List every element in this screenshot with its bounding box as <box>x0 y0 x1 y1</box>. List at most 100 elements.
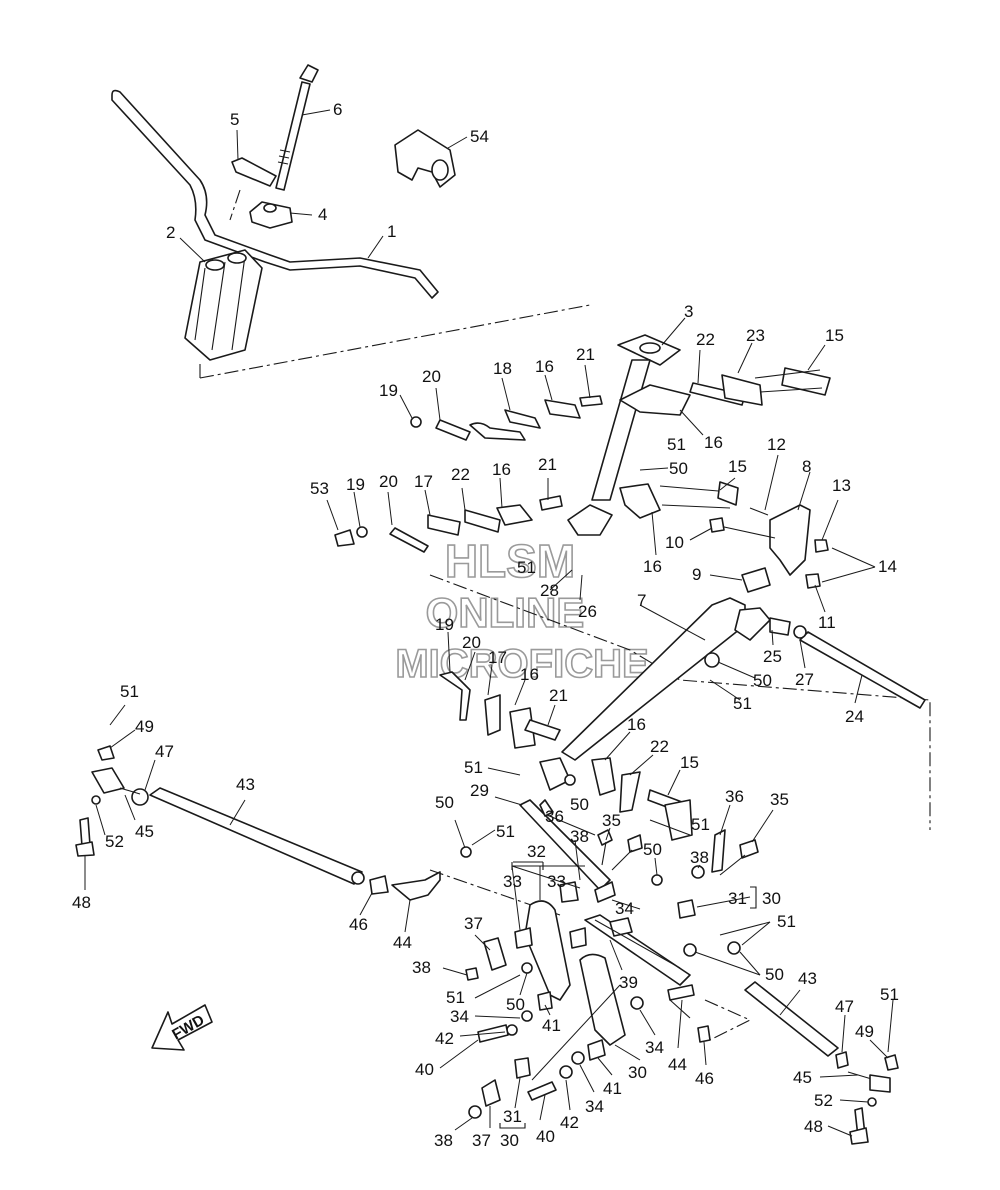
callout-22-b: 22 <box>451 465 470 484</box>
assembly-lines <box>199 189 931 1041</box>
watermark-line1: HLSM <box>445 535 575 587</box>
callout-16-c: 16 <box>492 460 511 479</box>
callout-51-b: 51 <box>733 694 752 713</box>
callout-51-a: 51 <box>667 435 686 454</box>
callout-50-d: 50 <box>435 793 454 812</box>
callout-50-c: 50 <box>570 795 589 814</box>
callout-36-a: 36 <box>545 807 564 826</box>
assembly-line-clamp <box>229 189 241 221</box>
callout-52-b: 52 <box>814 1091 833 1110</box>
callout-51-d: 51 <box>496 822 515 841</box>
callout-17-a: 17 <box>414 472 433 491</box>
callout-3: 3 <box>684 302 693 321</box>
assembly-line-top <box>199 304 591 379</box>
callout-30-b: 30 <box>500 1131 519 1150</box>
shaft-7 <box>561 597 771 761</box>
callout-28: 28 <box>540 581 559 600</box>
callout-51-g: 51 <box>777 912 796 931</box>
callout-51-e: 51 <box>691 815 710 834</box>
callout-51-j: 51 <box>517 558 536 577</box>
callout-21-b: 21 <box>538 455 557 474</box>
callout-33-b: 33 <box>547 872 566 891</box>
callout-38-c: 38 <box>412 958 431 977</box>
callout-16-d: 16 <box>643 557 662 576</box>
callout-7: 7 <box>637 591 646 610</box>
callout-15-upper: 15 <box>825 326 844 345</box>
mount-bracket-2 <box>184 249 263 361</box>
callout-20-c: 20 <box>462 633 481 652</box>
callout-4: 4 <box>318 205 327 224</box>
callout-27: 27 <box>795 670 814 689</box>
lever-cluster <box>539 757 693 841</box>
arm-29 <box>519 799 611 891</box>
callout-30-c: 30 <box>628 1063 647 1082</box>
callout-16-b: 16 <box>704 433 723 452</box>
callout-22-c: 22 <box>650 737 669 756</box>
link-plates-middle <box>334 481 739 553</box>
callout-51-h: 51 <box>120 682 139 701</box>
bracket-8 <box>709 504 829 589</box>
callout-31-a: 31 <box>728 889 747 908</box>
callout-33-a: 33 <box>503 872 522 891</box>
collar-9 <box>741 567 771 593</box>
callout-17-b: 17 <box>488 648 507 667</box>
callout-45-b: 45 <box>793 1068 812 1087</box>
callout-44-b: 44 <box>668 1055 687 1074</box>
callout-13: 13 <box>832 476 851 495</box>
callout-38-d: 38 <box>434 1131 453 1150</box>
callout-38-a: 38 <box>570 827 589 846</box>
callout-1: 1 <box>387 222 396 241</box>
clip-5 <box>231 157 277 187</box>
assembly-line-lower <box>429 869 561 916</box>
callout-50-g: 50 <box>765 965 784 984</box>
pins-bolts-lower <box>465 937 711 1119</box>
callout-43-right: 43 <box>798 969 817 988</box>
callout-47-a: 47 <box>155 742 174 761</box>
callout-34-c: 34 <box>645 1038 664 1057</box>
washers-nuts-center <box>460 846 741 1036</box>
callout-48-b: 48 <box>804 1117 823 1136</box>
callout-50-e: 50 <box>643 840 662 859</box>
callout-2: 2 <box>166 223 175 242</box>
bushing-54 <box>394 129 456 188</box>
callout-51-c: 51 <box>464 758 483 777</box>
callout-51-i: 51 <box>880 985 899 1004</box>
callout-53: 53 <box>310 479 329 498</box>
callout-49-a: 49 <box>135 717 154 736</box>
callout-21-c: 21 <box>549 686 568 705</box>
callout-6: 6 <box>333 100 342 119</box>
lower-left-linkage <box>439 652 720 749</box>
callout-45-a: 45 <box>135 822 154 841</box>
callout-50-a: 50 <box>669 459 688 478</box>
tie-rod-43-right <box>744 981 899 1145</box>
callout-36-b: 36 <box>725 787 744 806</box>
callout-37-b: 37 <box>472 1131 491 1150</box>
callout-19-c: 19 <box>435 615 454 634</box>
callout-40-a: 40 <box>415 1060 434 1079</box>
rod-end-left <box>75 745 141 857</box>
clamp-4 <box>249 201 293 229</box>
callout-10: 10 <box>665 533 684 552</box>
callout-16-a: 16 <box>535 357 554 376</box>
callout-15-lower: 15 <box>680 753 699 772</box>
callout-23: 23 <box>746 326 765 345</box>
callout-20-a: 20 <box>422 367 441 386</box>
assembly-line-right <box>704 999 752 1041</box>
callout-50-b: 50 <box>753 671 772 690</box>
callout-16-f: 16 <box>627 715 646 734</box>
callout-9: 9 <box>692 565 701 584</box>
callout-43-left: 43 <box>236 775 255 794</box>
callout-47-b: 47 <box>835 997 854 1016</box>
callout-29: 29 <box>470 781 489 800</box>
callout-35-b: 35 <box>770 790 789 809</box>
callout-32: 32 <box>527 842 546 861</box>
tie-rod-43-left <box>131 787 389 895</box>
callout-34-a: 34 <box>615 899 634 918</box>
callout-18: 18 <box>493 359 512 378</box>
callout-24: 24 <box>845 707 864 726</box>
callout-38-b: 38 <box>690 848 709 867</box>
callout-41-b: 41 <box>603 1079 622 1098</box>
callout-50-f: 50 <box>506 995 525 1014</box>
callout-37-a: 37 <box>464 914 483 933</box>
callout-42-b: 42 <box>560 1113 579 1132</box>
